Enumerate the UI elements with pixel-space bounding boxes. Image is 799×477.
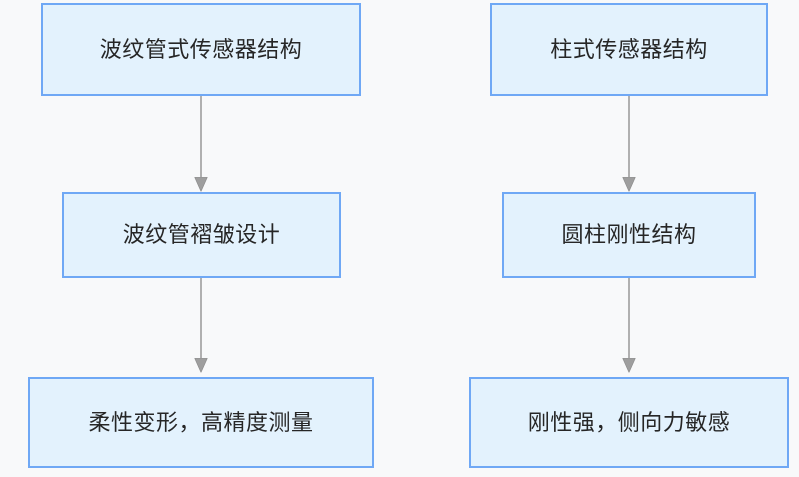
node-bellows-fold-design[interactable]: 波纹管褶皱设计 (62, 192, 341, 278)
node-label: 圆柱刚性结构 (561, 222, 697, 248)
node-label: 柱式传感器结构 (550, 36, 708, 62)
node-label: 波纹管褶皱设计 (122, 222, 281, 248)
node-label: 波纹管式传感器结构 (99, 36, 303, 62)
node-column-outcome[interactable]: 刚性强，侧向力敏感 (469, 377, 789, 468)
node-label: 刚性强，侧向力敏感 (527, 409, 731, 435)
node-label: 柔性变形，高精度测量 (88, 409, 314, 435)
node-bellows-outcome[interactable]: 柔性变形，高精度测量 (28, 377, 374, 468)
node-cylindrical-rigid-structure[interactable]: 圆柱刚性结构 (502, 192, 756, 278)
node-bellows-sensor-structure[interactable]: 波纹管式传感器结构 (41, 3, 361, 96)
node-column-sensor-structure[interactable]: 柱式传感器结构 (490, 3, 768, 96)
